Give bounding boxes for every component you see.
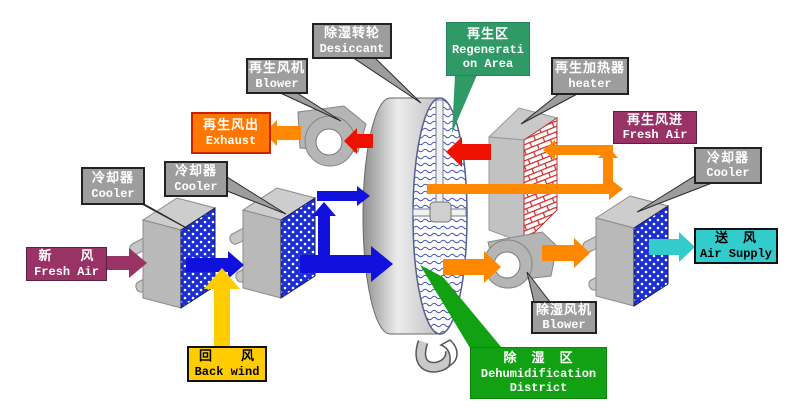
wheel-hub: [429, 201, 452, 223]
label-regen-fresh-cn: 再生风进: [626, 112, 683, 128]
label-regeneration-area: 再生区 Regenerati on Area: [446, 22, 530, 76]
dehumidification-blower-shape: [483, 231, 558, 289]
cooler-1-shape: [127, 197, 216, 309]
label-cooler-right-cn: 冷却器: [706, 150, 749, 166]
label-regeneration-fresh-air: 再生风进 Fresh Air: [613, 111, 697, 144]
label-regen-area-en: Regenerati on Area: [451, 42, 524, 71]
label-regeneration-heater: 再生加热器 heater: [551, 57, 629, 95]
label-air-supply: 送 风 Air Supply: [694, 228, 778, 264]
label-air-supply-cn: 送 风: [714, 231, 757, 247]
label-back-wind-en: Back wind: [194, 364, 260, 379]
label-cooler-left-en: Cooler: [91, 186, 135, 201]
label-regeneration-blower: 再生风机 Blower: [246, 58, 308, 94]
regeneration-heater-shape: [487, 107, 559, 245]
rotation-arrow-icon: [415, 339, 458, 373]
arrow-cooler3-to-supply: [649, 232, 695, 262]
label-regen-blower-en: Blower: [255, 76, 299, 91]
label-desiccant-en: Desiccant: [319, 41, 385, 56]
label-dehum-blower-en: Blower: [542, 318, 586, 333]
arrow-blower-to-exhaust: [264, 120, 301, 146]
label-back-wind: 回 风 Back wind: [187, 346, 267, 382]
label-desiccant-cn: 除湿转轮: [323, 26, 380, 42]
label-dehumidification-district: 除 湿 区 Dehumidification District: [470, 347, 607, 399]
label-fresh-air: 新 风 Fresh Air: [26, 247, 107, 281]
label-dehum-blower-cn: 除湿风机: [535, 302, 592, 318]
pointer-dehum-area: [420, 265, 502, 348]
label-fresh-air-en: Fresh Air: [34, 264, 99, 279]
label-heater-en: heater: [568, 76, 612, 91]
arrow-to-heater-left: [543, 140, 613, 160]
label-cooler-mid-en: Cooler: [174, 179, 218, 194]
label-dehum-area-en: Dehumidification District: [480, 366, 597, 395]
arrow-wheel-to-dehum-blower: [443, 251, 501, 283]
arrow-dehum-blower-to-cooler3: [542, 238, 590, 268]
pointer-regen-area: [452, 75, 477, 133]
label-dehumidification-blower: 除湿风机 Blower: [531, 301, 597, 334]
label-regen-blower-cn: 再生风机: [248, 61, 305, 77]
label-desiccant-wheel: 除湿转轮 Desiccant: [312, 23, 392, 59]
label-fresh-air-cn: 新 风: [38, 249, 95, 265]
arrow-process-riser-up: [312, 202, 336, 262]
label-cooler-left-cn: 冷却器: [91, 171, 134, 187]
label-cooler-right: 冷却器 Cooler: [694, 147, 762, 184]
arrow-back-wind-up: [204, 268, 240, 348]
pointer-desiccant: [350, 56, 422, 104]
label-regen-area-cn: 再生区: [466, 27, 509, 43]
label-air-supply-en: Air Supply: [699, 246, 772, 261]
label-back-wind-cn: 回 风: [198, 349, 255, 365]
arrow-process-upper-to-wheel: [317, 186, 370, 206]
label-heater-cn: 再生加热器: [554, 61, 625, 77]
label-cooler-middle: 冷却器 Cooler: [164, 161, 228, 197]
label-exhaust: 再生风出 Exhaust: [191, 112, 271, 154]
label-cooler-right-en: Cooler: [706, 166, 750, 181]
arrow-heater-to-wheel: [446, 137, 491, 167]
arrow-cooler1-to-cooler2: [186, 251, 244, 279]
label-cooler-left: 冷却器 Cooler: [81, 167, 145, 205]
arrow-regen-long-right: [427, 178, 623, 200]
label-dehum-area-cn: 除 湿 区: [503, 351, 574, 367]
label-cooler-mid-cn: 冷却器: [174, 164, 217, 180]
arrow-wheel-to-regen-blower: [344, 128, 373, 154]
label-exhaust-en: Exhaust: [205, 133, 257, 148]
arrow-fresh-air-in: [104, 248, 147, 278]
arrow-regen-riser-up: [598, 146, 618, 194]
label-regen-fresh-en: Fresh Air: [622, 128, 688, 143]
label-exhaust-cn: 再生风出: [202, 118, 259, 134]
